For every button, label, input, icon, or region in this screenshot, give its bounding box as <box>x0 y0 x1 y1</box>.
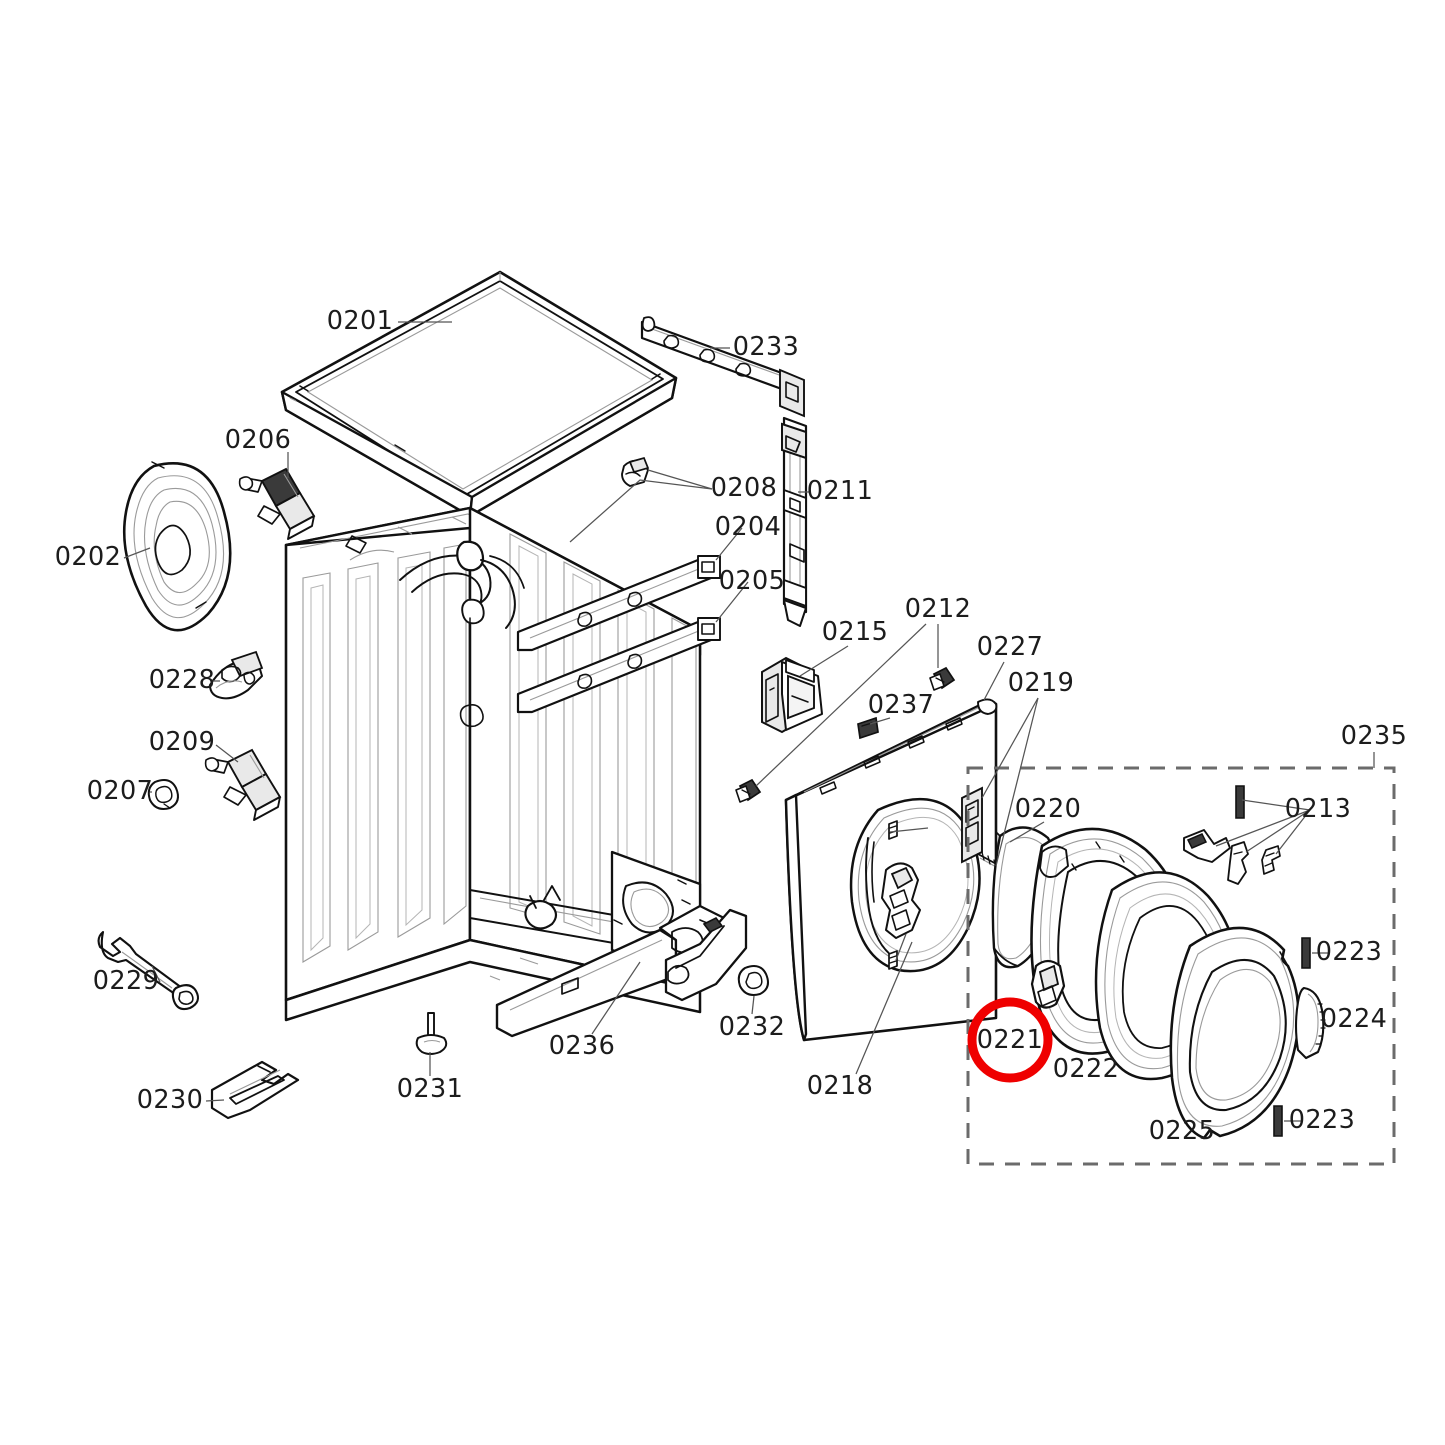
part-0209-transit-bolt <box>204 748 282 821</box>
label-0209: 0209 <box>149 727 216 757</box>
label-0212: 0212 <box>905 594 972 624</box>
part-0229-spanner-wrench <box>97 930 200 1011</box>
label-0218: 0218 <box>807 1071 874 1101</box>
label-0215: 0215 <box>822 617 889 647</box>
label-0230: 0230 <box>137 1085 204 1115</box>
part-0237-panel-clip <box>857 716 879 740</box>
label-0232: 0232 <box>719 1012 786 1042</box>
part-0208-retaining-clip <box>621 456 650 487</box>
part-0202-oval-seal <box>122 461 232 632</box>
label-0207: 0207 <box>87 776 154 806</box>
part-0212-panel-clip-upper <box>929 666 956 691</box>
label-0237: 0237 <box>868 690 935 720</box>
part-0223-door-pin-lower <box>1273 1105 1302 1137</box>
part-0213-door-hardware-set <box>1183 785 1281 885</box>
label-0236: 0236 <box>549 1031 616 1061</box>
part-0201-top-panel <box>280 270 678 518</box>
label-0205: 0205 <box>719 566 786 596</box>
part-0225-door-outer-ring <box>1169 926 1300 1140</box>
label-0204: 0204 <box>715 512 782 542</box>
part-0223-door-pin-upper <box>1301 937 1330 969</box>
part-0228-damper-clip <box>209 650 264 700</box>
label-0206: 0206 <box>225 425 292 455</box>
part-0211-side-rail <box>781 416 808 627</box>
part-0204-transit-brace <box>516 555 721 652</box>
label-0235: 0235 <box>1341 721 1408 751</box>
part-0236-base-plinth <box>495 904 748 1038</box>
part-0206-transit-bolt <box>238 467 316 540</box>
part-0231-levelling-foot <box>415 1012 448 1055</box>
label-0228: 0228 <box>149 665 216 695</box>
part-0207-bolt-cap <box>147 779 179 810</box>
label-0222: 0222 <box>1053 1054 1120 1084</box>
label-0201: 0201 <box>327 306 394 336</box>
part-0218-front-panel <box>784 698 1001 1042</box>
label-0211: 0211 <box>807 476 874 506</box>
label-0208: 0208 <box>711 473 778 503</box>
label-0202: 0202 <box>55 542 122 572</box>
part-0232-blanking-cap <box>737 965 769 996</box>
assembly-group-0235-boundary <box>966 766 1396 1166</box>
label-0223-lower: 0223 <box>1289 1105 1356 1135</box>
part-0224-door-handle-insert <box>1294 986 1326 1060</box>
label-0229: 0229 <box>93 966 160 996</box>
label-0227: 0227 <box>977 632 1044 662</box>
label-0231: 0231 <box>397 1074 464 1104</box>
part-0230-levelling-bracket <box>210 1060 300 1120</box>
part-0233-top-rail <box>640 316 805 418</box>
leader-lines <box>123 321 1375 1102</box>
label-0233: 0233 <box>733 332 800 362</box>
label-0225: 0225 <box>1149 1116 1216 1146</box>
label-0213: 0213 <box>1285 794 1352 824</box>
label-0220: 0220 <box>1015 794 1082 824</box>
label-0223-upper: 0223 <box>1316 937 1383 967</box>
label-0224: 0224 <box>1321 1004 1388 1034</box>
label-0219: 0219 <box>1008 668 1075 698</box>
label-0221: 0221 <box>977 1025 1044 1055</box>
part-0205-transit-brace <box>516 617 721 714</box>
part-0212-panel-clip-lower <box>735 778 762 803</box>
highlight-circle-0221 <box>967 997 1053 1083</box>
part-0215-door-interlock <box>761 656 823 734</box>
